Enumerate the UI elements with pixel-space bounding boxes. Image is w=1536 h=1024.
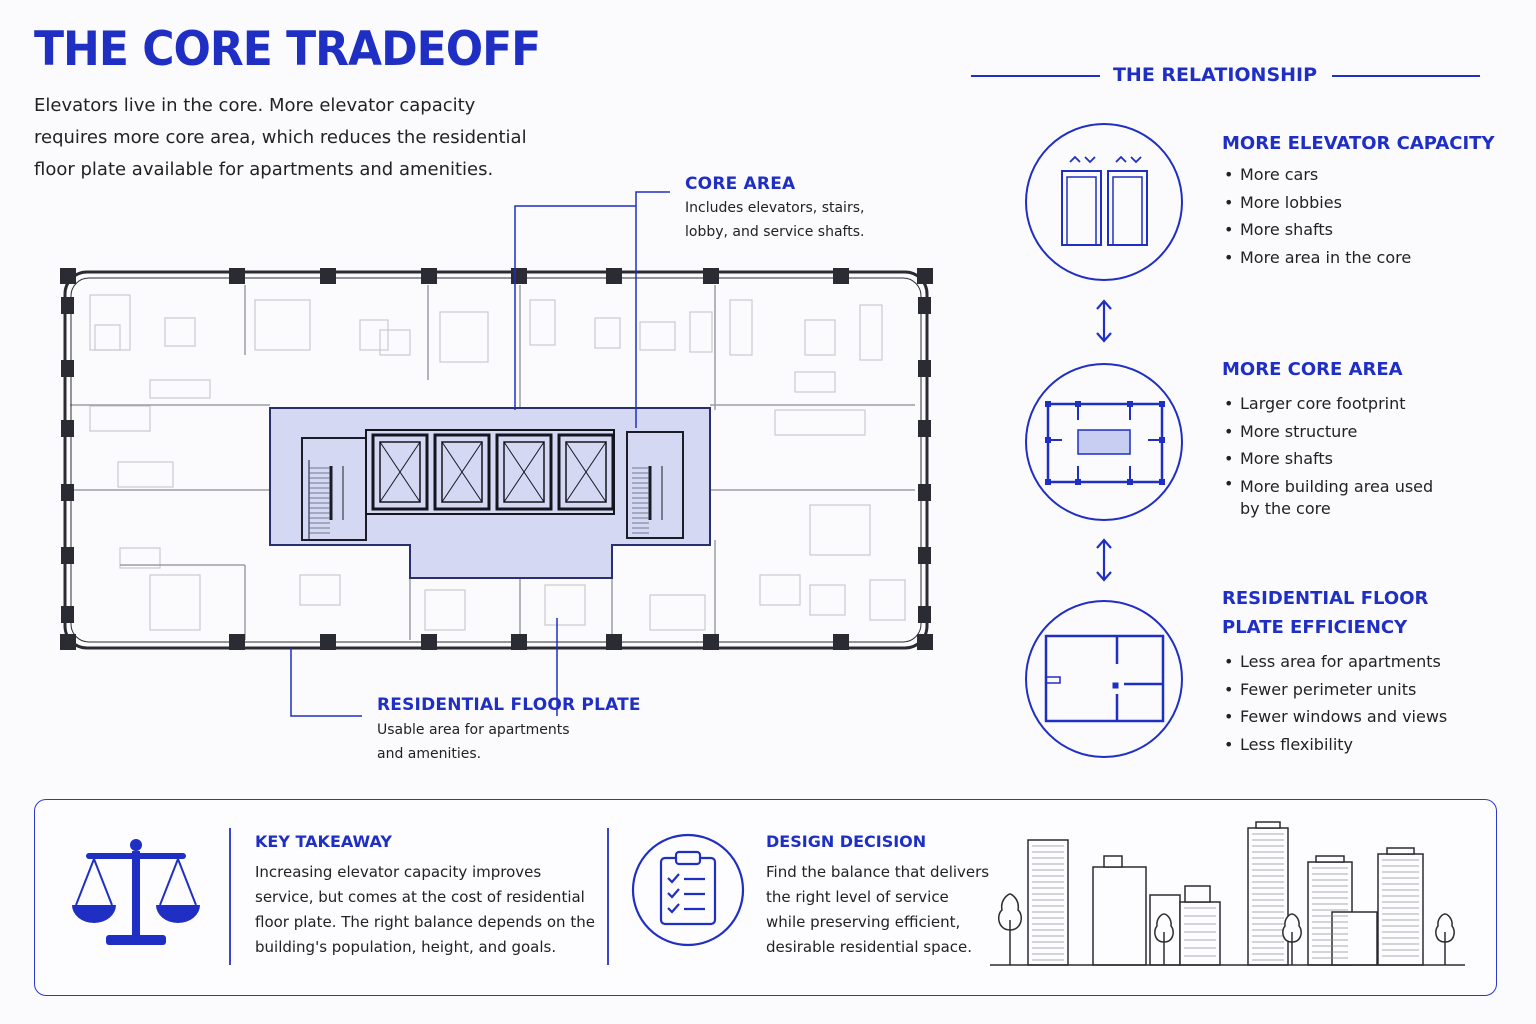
interior-walls — [70, 285, 915, 640]
list-item: Larger core footprint — [1222, 390, 1452, 418]
elevator-shaft — [433, 433, 491, 511]
elevator-shaft — [557, 433, 615, 511]
list-item: More area in the core — [1222, 244, 1512, 272]
rel-heading-efficiency: RESIDENTIAL FLOOR PLATE EFFICIENCY — [1222, 588, 1429, 638]
panel-divider-2 — [607, 828, 609, 965]
page-title: THE CORE TRADEOFF — [34, 22, 541, 78]
exterior-wall — [63, 270, 929, 650]
relationship-title: THE RELATIONSHIP — [1112, 64, 1318, 86]
city-skyline-icon — [990, 821, 1465, 966]
list-item: Fewer windows and views — [1222, 703, 1512, 731]
clipboard-checklist-icon — [631, 833, 745, 947]
list-item: Less area for apartments — [1222, 648, 1512, 676]
elevator-shaft — [495, 433, 553, 511]
list-item: More lobbies — [1222, 189, 1512, 217]
elevator-shaft — [371, 433, 429, 511]
rel-heading-core: MORE CORE AREA — [1222, 359, 1403, 380]
tree-icons — [990, 893, 1465, 966]
list-item: More cars — [1222, 161, 1512, 189]
takeaway-heading: KEY TAKEAWAY — [255, 832, 392, 851]
list-item: More shafts — [1222, 216, 1512, 244]
scale-icon — [72, 839, 200, 945]
list-item: Less flexibility — [1222, 731, 1512, 759]
callout-leaders — [290, 191, 670, 717]
elevator-shafts — [365, 429, 615, 515]
core-area-title: CORE AREA — [685, 174, 796, 194]
double-arrow-icon — [1096, 299, 1112, 343]
apartment-furniture — [89, 294, 906, 631]
list-item: Fewer perimeter units — [1222, 676, 1512, 704]
stair-right — [626, 431, 684, 539]
core-area-text: Includes elevators, stairs, lobby, and s… — [685, 200, 865, 240]
panel-divider-1 — [229, 828, 231, 965]
rel-list-core: Larger core footprint More structure Mor… — [1222, 390, 1452, 520]
rel-heading-capacity: MORE ELEVATOR CAPACITY — [1222, 133, 1495, 154]
list-item: More building area used by the core — [1222, 473, 1452, 520]
double-arrow-icon-2 — [1096, 538, 1112, 582]
rel-list-efficiency: Less area for apartments Fewer perimeter… — [1222, 648, 1512, 758]
floor-plate-text: Usable area for apartments and amenities… — [377, 722, 570, 762]
rel-list-capacity: More cars More lobbies More shafts More … — [1222, 161, 1512, 271]
structural-columns — [60, 268, 933, 650]
floor-plate-title: RESIDENTIAL FLOOR PLATE — [377, 695, 641, 715]
decision-heading: DESIGN DECISION — [766, 832, 927, 851]
takeaway-text: Increasing elevator capacity improves se… — [255, 863, 595, 956]
floor-plan-icon — [1025, 600, 1183, 758]
intro-text: Elevators live in the core. More elevato… — [34, 95, 527, 180]
list-item: More shafts — [1222, 445, 1452, 473]
list-item: More structure — [1222, 418, 1452, 446]
elevator-icon — [1025, 123, 1183, 281]
decision-text: Find the balance that delivers the right… — [766, 863, 990, 956]
